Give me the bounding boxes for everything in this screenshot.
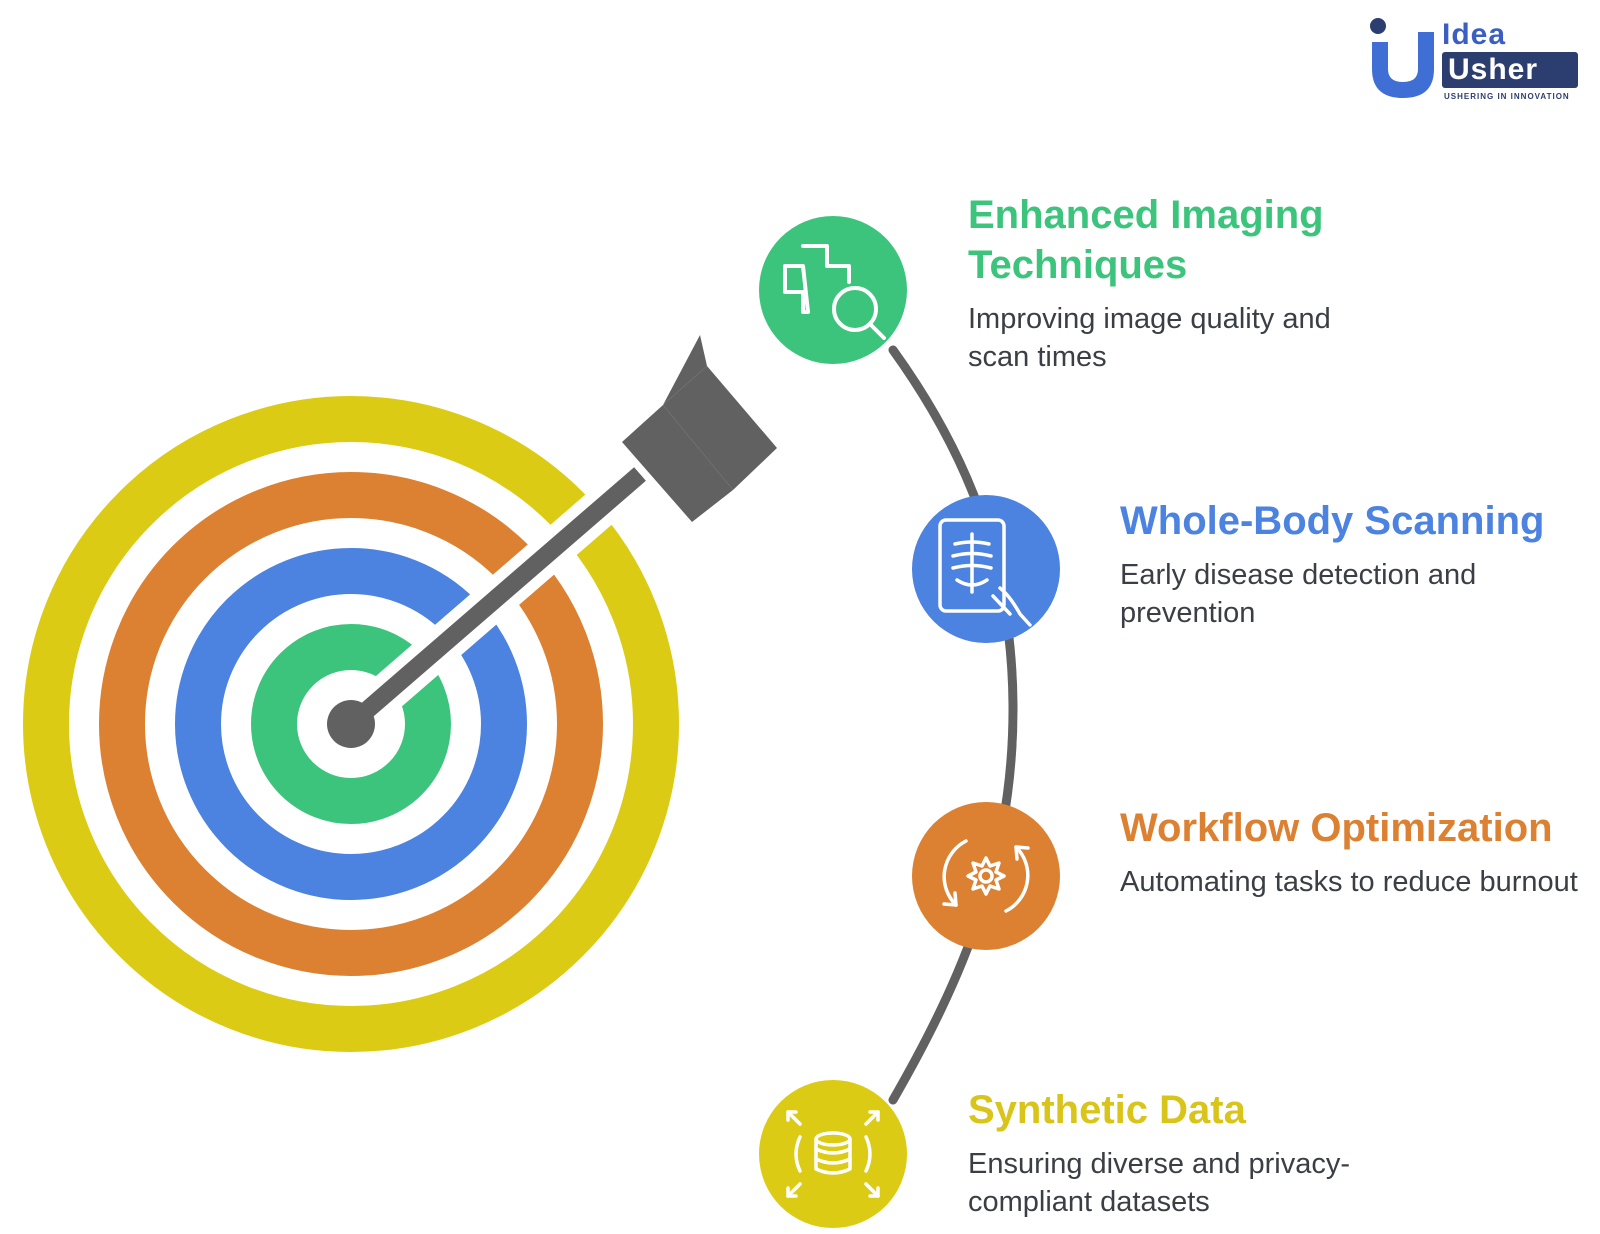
target-ring-blue [175,548,527,900]
item-description: Early disease detection and prevention [1120,559,1477,629]
arrow-fletching-2 [663,366,777,490]
item-title: Synthetic Data [968,1088,1246,1132]
connector-arc [888,345,1018,1105]
item-title-line1: Enhanced Imaging [968,193,1324,237]
item-whole-body-scanning: Whole-Body Scanning Early disease detect… [1120,496,1590,632]
item-title-line2: Techniques [968,243,1188,287]
item-title: Enhanced Imaging Techniques [968,190,1388,290]
logo-mark-icon [1370,18,1434,98]
target-ring-yellow [23,396,679,1052]
target [23,396,679,1052]
logo-tagline: USHERING IN INNOVATION [1444,92,1570,101]
item-description: Automating tasks to reduce burnout [1120,866,1578,898]
item-enhanced-imaging: Enhanced Imaging Techniques Improving im… [968,190,1388,376]
logo-text-idea: Idea [1442,18,1507,51]
arrow-fletching-3 [663,335,707,405]
item-workflow-optimization: Workflow Optimization Automating tasks t… [1120,803,1590,901]
logo-text-usher: Usher [1442,52,1578,88]
gear-cycle-icon [942,839,1030,913]
target-ring-green [251,624,451,824]
node-whole-body-scanning [912,495,1060,643]
brand-logo: Idea Usher USHERING IN INNOVATION [1368,14,1588,104]
item-synthetic-data: Synthetic Data Ensuring diverse and priv… [968,1085,1408,1221]
item-title: Workflow Optimization [1120,806,1553,850]
item-description: Improving image quality and scan times [968,303,1331,373]
arrow-fletching-1 [622,405,733,522]
xray-tablet-icon [938,518,1032,627]
node-enhanced-imaging [759,216,907,364]
arrow-tip [327,700,375,748]
target-ring-orange [99,472,603,976]
arrow [327,335,777,748]
medical-cross-search-icon [783,244,886,340]
node-workflow-optimization [912,802,1060,950]
arrow-shaft [345,467,646,731]
item-title: Whole-Body Scanning [1120,499,1545,543]
database-expand-icon [786,1110,880,1198]
node-synthetic-data [759,1080,907,1228]
item-description: Ensuring diverse and privacy-compliant d… [968,1148,1351,1218]
